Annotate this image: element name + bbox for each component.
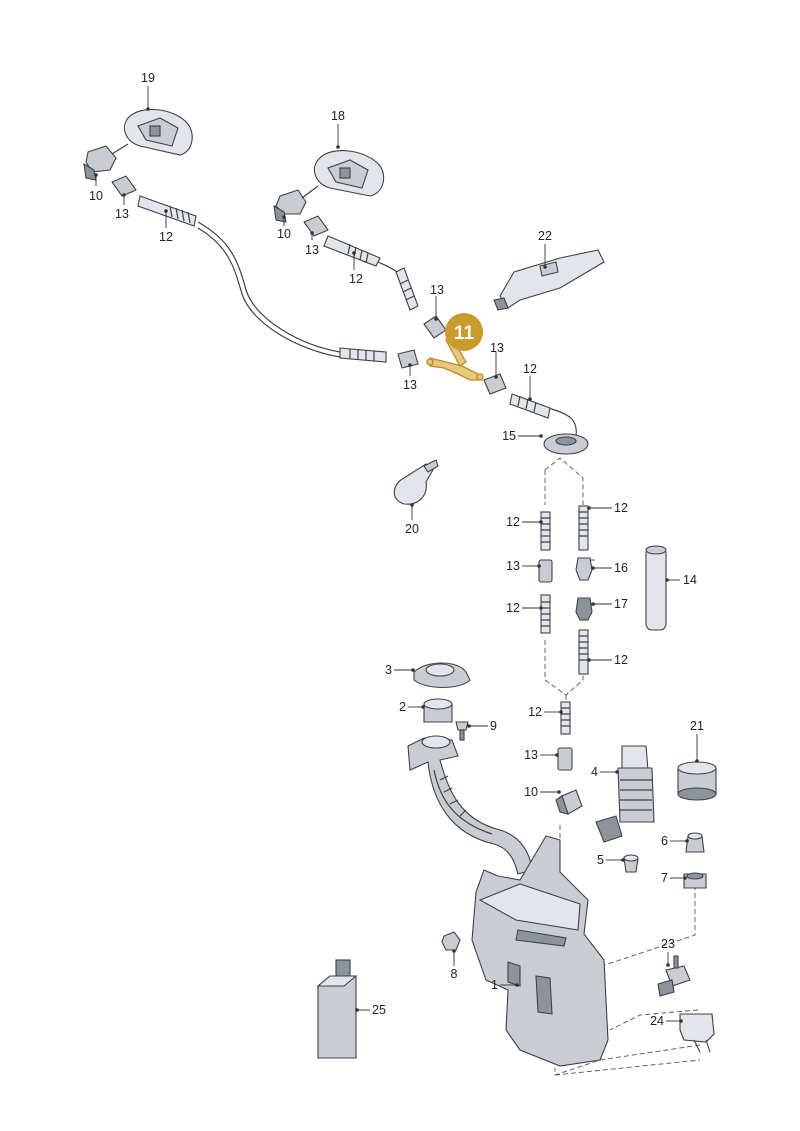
label-13[interactable]: 13 bbox=[524, 748, 538, 762]
part-25-cleaning-fluid-bottle bbox=[316, 959, 358, 1059]
pump-hose-parts bbox=[555, 701, 583, 815]
label-9[interactable]: 9 bbox=[490, 719, 497, 733]
label-12[interactable]: 12 bbox=[506, 515, 520, 529]
callout-part-number: 11 bbox=[454, 323, 475, 344]
part-12-hose bbox=[323, 235, 381, 267]
label-12[interactable]: 12 bbox=[506, 601, 520, 615]
label-18[interactable]: 18 bbox=[331, 109, 345, 123]
label-14[interactable]: 14 bbox=[683, 573, 697, 587]
label-22[interactable]: 22 bbox=[538, 229, 552, 243]
label-12[interactable]: 12 bbox=[614, 501, 628, 515]
part-8-nut bbox=[441, 931, 461, 951]
part-23-level-sensor bbox=[657, 955, 691, 997]
part-13-sleeve bbox=[303, 215, 329, 237]
hose-column-left bbox=[538, 511, 553, 634]
label-12[interactable]: 12 bbox=[528, 705, 542, 719]
label-13[interactable]: 13 bbox=[403, 378, 417, 392]
part-21-ring bbox=[677, 761, 717, 801]
label-10[interactable]: 10 bbox=[277, 227, 291, 241]
part-4-washer-pump bbox=[595, 745, 655, 843]
highlight-callout[interactable]: 11 bbox=[445, 313, 483, 351]
filler-neck-pipe bbox=[407, 735, 533, 875]
part-5-grommet bbox=[623, 854, 639, 873]
label-10[interactable]: 10 bbox=[524, 785, 538, 799]
part-12-hose bbox=[339, 347, 387, 363]
label-3[interactable]: 3 bbox=[385, 663, 392, 677]
part-3-filler-cap bbox=[413, 662, 471, 689]
label-21[interactable]: 21 bbox=[690, 719, 704, 733]
part-7-grommet bbox=[683, 872, 707, 889]
label-13[interactable]: 13 bbox=[430, 283, 444, 297]
label-17[interactable]: 17 bbox=[614, 597, 628, 611]
part-9-screw bbox=[455, 721, 469, 741]
label-15[interactable]: 15 bbox=[502, 429, 516, 443]
part-15-grommet bbox=[543, 433, 589, 455]
part-2-filler-neck-adaptor bbox=[423, 698, 453, 723]
label-12[interactable]: 12 bbox=[614, 653, 628, 667]
label-13[interactable]: 13 bbox=[305, 243, 319, 257]
label-12[interactable]: 12 bbox=[159, 230, 173, 244]
part-14-protective-sleeve bbox=[645, 545, 667, 631]
assembly-lines bbox=[544, 457, 701, 1076]
label-13[interactable]: 13 bbox=[506, 559, 520, 573]
hose-column-right bbox=[575, 505, 593, 675]
label-8[interactable]: 8 bbox=[451, 967, 458, 981]
part-10-connector bbox=[273, 185, 319, 223]
label-1[interactable]: 1 bbox=[491, 978, 498, 992]
label-4[interactable]: 4 bbox=[591, 765, 598, 779]
part-18-washer-nozzle bbox=[313, 150, 385, 197]
part-12-hose-diagonal bbox=[395, 267, 419, 311]
part-13-sleeve bbox=[397, 349, 419, 369]
label-13[interactable]: 13 bbox=[115, 207, 129, 221]
part-19-washer-nozzle bbox=[123, 108, 193, 156]
label-24[interactable]: 24 bbox=[650, 1014, 664, 1028]
label-10[interactable]: 10 bbox=[89, 189, 103, 203]
part-6-grommet bbox=[685, 832, 705, 853]
label-12[interactable]: 12 bbox=[523, 362, 537, 376]
part-labels: 19 18 10 13 12 10 13 12 22 13 13 13 12 1… bbox=[89, 71, 704, 1028]
label-2[interactable]: 2 bbox=[399, 700, 406, 714]
label-12[interactable]: 12 bbox=[349, 272, 363, 286]
part-10-connector bbox=[83, 143, 129, 181]
part-12-hose bbox=[509, 393, 551, 419]
label-20[interactable]: 20 bbox=[405, 522, 419, 536]
part-20-cable-tie bbox=[393, 459, 439, 505]
part-1-washer-reservoir bbox=[471, 835, 609, 1067]
part-22-bracket bbox=[493, 249, 605, 311]
label-13[interactable]: 13 bbox=[490, 341, 504, 355]
label-25[interactable]: 25 bbox=[372, 1003, 386, 1017]
label-5[interactable]: 5 bbox=[597, 853, 604, 867]
leader-lines bbox=[94, 86, 699, 1023]
label-23[interactable]: 23 bbox=[661, 937, 675, 951]
part-13-sleeve bbox=[111, 175, 137, 197]
part-24-clip bbox=[679, 1013, 715, 1053]
label-7[interactable]: 7 bbox=[661, 871, 668, 885]
label-6[interactable]: 6 bbox=[661, 834, 668, 848]
label-16[interactable]: 16 bbox=[614, 561, 628, 575]
hose-routing bbox=[197, 221, 577, 437]
label-19[interactable]: 19 bbox=[141, 71, 155, 85]
